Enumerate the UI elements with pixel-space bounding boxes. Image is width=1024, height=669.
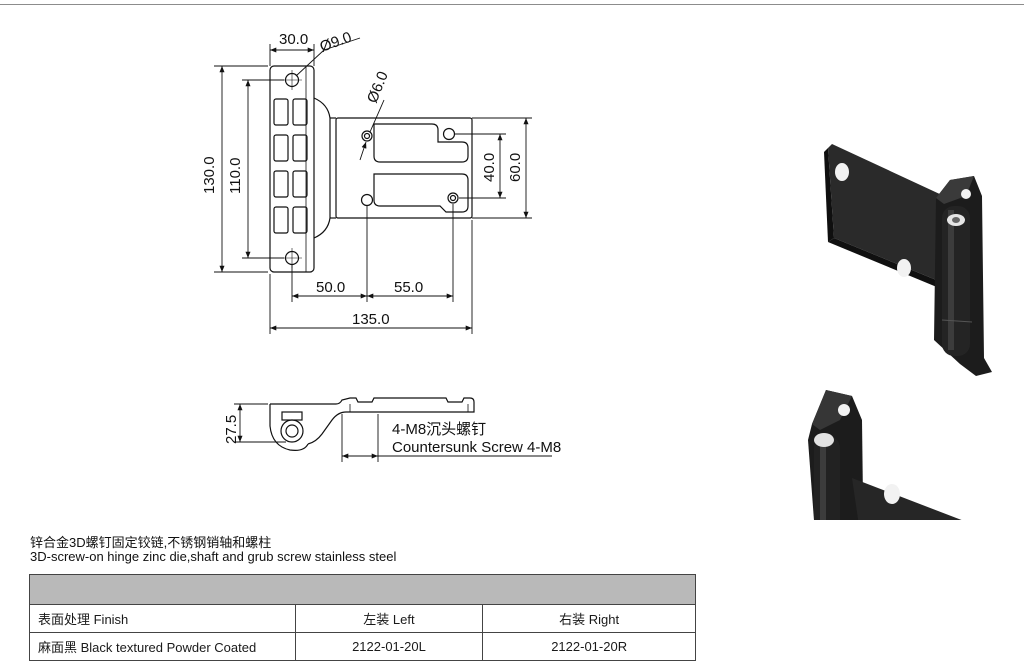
- side-dimension-lines: [234, 403, 552, 462]
- dim-width-135: 135.0: [352, 311, 390, 328]
- mount-hole-icon: [835, 163, 849, 181]
- dim-width-30: 30.0: [279, 31, 308, 48]
- dim-height-110: 110.0: [227, 158, 244, 194]
- cell-finish: 麻面黑 Black textured Powder Coated: [29, 632, 296, 661]
- header-right: 右装 Right: [482, 604, 696, 633]
- header-left: 左装 Left: [294, 604, 484, 633]
- product-render-right: [808, 390, 962, 520]
- description-en: 3D-screw-on hinge zinc die,shaft and gru…: [30, 549, 397, 564]
- mount-hole-icon: [884, 484, 900, 504]
- dim-height-40: 40.0: [481, 153, 498, 182]
- table-header-row: 表面处理 Finish 左装 Left 右装 Right: [29, 604, 696, 633]
- cell-left-part: 2122-01-20L: [294, 632, 484, 661]
- dimension-lines: [214, 37, 532, 334]
- mount-hole-icon: [897, 259, 911, 277]
- dim-height-130: 130.0: [201, 156, 218, 194]
- side-view: [269, 397, 475, 451]
- table-header-bar: [29, 574, 696, 605]
- leaf-plate-outline: [335, 117, 473, 219]
- top-rule: [0, 4, 1024, 5]
- description-cn: 锌合金3D螺钉固定铰链,不锈钢销轴和螺柱: [30, 535, 272, 550]
- spec-table: 表面处理 Finish 左装 Left 右装 Right 麻面黑 Black t…: [29, 574, 696, 661]
- dimension-labels: 30.0 Ø9.0 Ø6.0 130.0 110.0 40.0 60.0 50.…: [201, 29, 524, 328]
- dim-width-55: 55.0: [394, 279, 423, 296]
- callout-screw-en: Countersunk Screw 4-M8: [392, 439, 561, 456]
- pin-cap-icon: [814, 433, 834, 447]
- table-row: 麻面黑 Black textured Powder Coated 2122-01…: [29, 632, 696, 661]
- header-finish: 表面处理 Finish: [29, 604, 296, 633]
- dim-dia-6: Ø6.0: [364, 69, 392, 106]
- cell-right-part: 2122-01-20R: [482, 632, 696, 661]
- dim-side-27-5: 27.5: [223, 415, 240, 444]
- dim-height-60: 60.0: [507, 153, 524, 182]
- knuckle-plate-outline: [269, 65, 315, 273]
- dim-dia-9: Ø9.0: [318, 29, 354, 56]
- front-view: [269, 65, 473, 273]
- callout-screw-cn: 4-M8沉头螺钉: [392, 421, 486, 438]
- product-render-left: [824, 144, 992, 376]
- technical-drawing: 30.0 Ø9.0 Ø6.0 130.0 110.0 40.0 60.0 50.…: [201, 29, 992, 520]
- dim-width-50: 50.0: [316, 279, 345, 296]
